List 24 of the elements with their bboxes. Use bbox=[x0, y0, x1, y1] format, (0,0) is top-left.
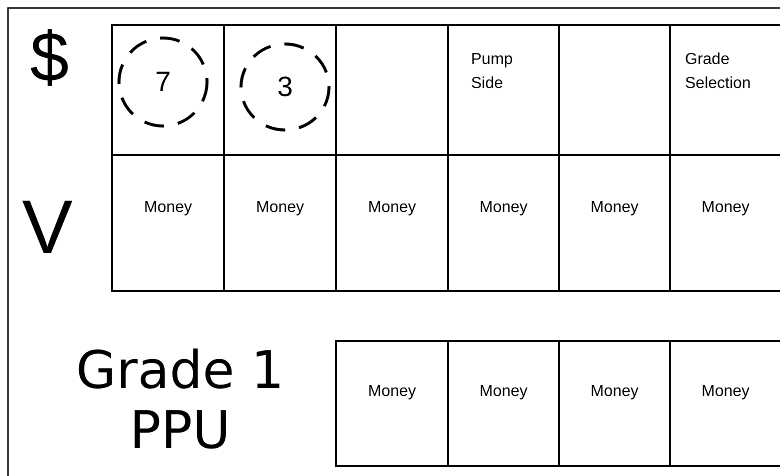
cell-text: Money bbox=[142, 198, 194, 218]
row-heading: Grade 1 PPU bbox=[74, 342, 286, 462]
cell-text: Money bbox=[700, 198, 751, 218]
cell-text: Money bbox=[700, 382, 751, 402]
cell-text: Money bbox=[366, 382, 418, 402]
table-cell bbox=[335, 340, 449, 467]
number-label: 3 bbox=[276, 70, 294, 104]
table-cell bbox=[669, 340, 780, 467]
cell-text: Money bbox=[478, 198, 529, 218]
number-label: 7 bbox=[154, 65, 172, 99]
dashed-circle bbox=[239, 42, 331, 132]
table-cell bbox=[111, 154, 225, 292]
cell-text: Money bbox=[589, 382, 640, 402]
table-cell bbox=[558, 340, 671, 467]
table-cell bbox=[447, 340, 560, 467]
cell-text: Pump Side bbox=[471, 50, 514, 94]
cell-text: Money bbox=[254, 198, 306, 218]
axis-letter: V bbox=[22, 190, 73, 266]
dollar-sign: $ bbox=[30, 22, 69, 92]
cell-text: Money bbox=[478, 382, 529, 402]
cell-text: Money bbox=[589, 198, 640, 218]
cell-text: Money bbox=[366, 198, 418, 218]
cell-text: Grade Selection bbox=[685, 50, 752, 94]
dashed-circle bbox=[117, 36, 209, 128]
